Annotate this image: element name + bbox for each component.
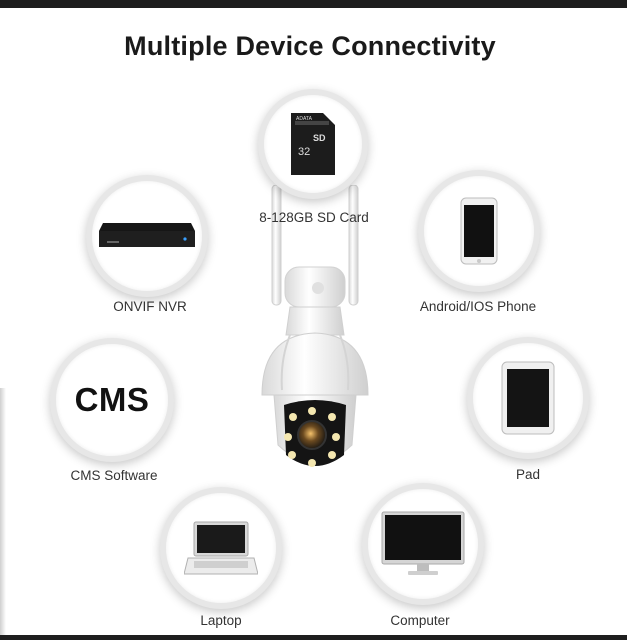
phone-label: Android/IOS Phone — [419, 299, 537, 314]
phone-circle — [418, 170, 540, 292]
nvr-circle — [86, 175, 208, 297]
sd-card-circle: ADATA SD 32 — [258, 89, 368, 199]
sd-card-label: 8-128GB SD Card — [259, 210, 369, 225]
pad-circle — [467, 337, 589, 459]
cms-text-icon: CMS — [74, 381, 150, 418]
computer-circle — [362, 483, 484, 605]
page-title: Multiple Device Connectivity — [124, 31, 496, 61]
nvr-label: ONVIF NVR — [113, 299, 187, 314]
tablet-icon — [501, 361, 555, 435]
laptop-circle — [160, 487, 282, 609]
cms-circle: CMS — [50, 338, 174, 462]
nvr-icon — [99, 223, 195, 247]
pad-label: Pad — [515, 467, 541, 482]
monitor-icon — [381, 511, 465, 575]
sd-card-capacity: 32 — [298, 146, 310, 158]
computer-label: Computer — [390, 613, 450, 628]
smartphone-icon — [460, 197, 498, 265]
bottom-border — [0, 635, 627, 640]
laptop-icon — [184, 521, 258, 575]
top-border — [0, 0, 627, 8]
cms-label: CMS Software — [70, 468, 158, 483]
ptz-camera-image — [261, 185, 369, 467]
svg-text:SD: SD — [313, 133, 326, 143]
left-edge-shadow — [0, 388, 6, 638]
sd-card-icon: ADATA SD 32 — [291, 113, 335, 175]
sd-card-brand: ADATA — [296, 116, 313, 122]
laptop-label: Laptop — [200, 613, 242, 628]
